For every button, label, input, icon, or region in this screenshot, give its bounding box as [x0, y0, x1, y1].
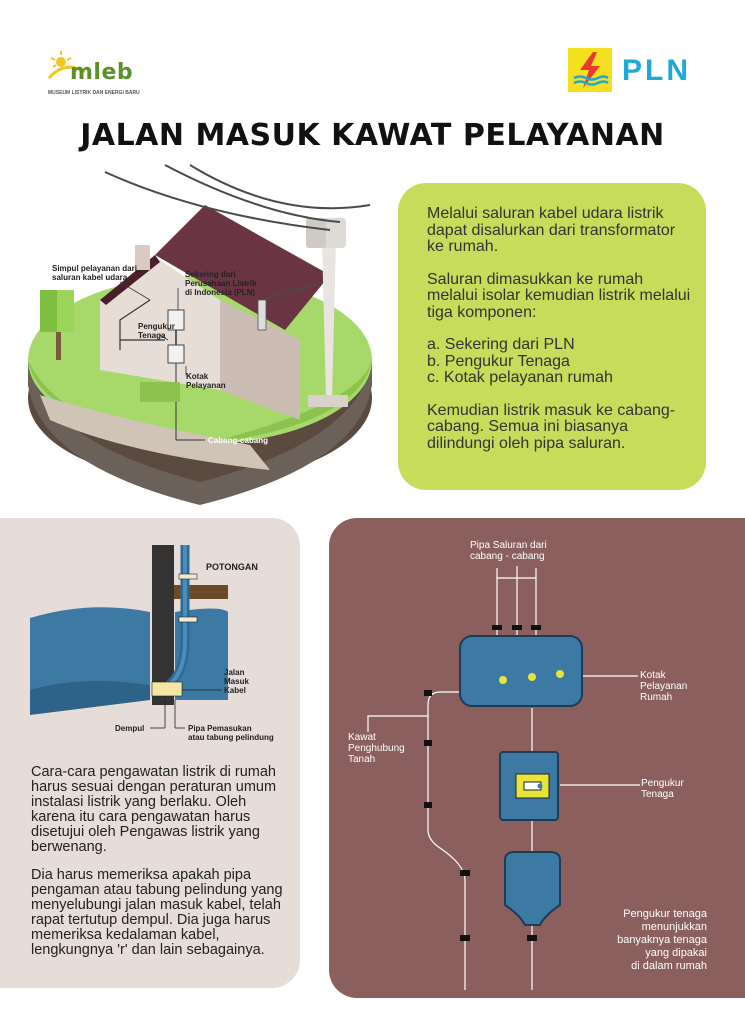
green-info-panel	[398, 183, 706, 490]
list-item: b. Pengukur Tenaga	[427, 352, 570, 370]
pink-paragraph-2: Dia harus memeriksa apakah pipa pengaman…	[31, 867, 283, 958]
lightning-icon	[573, 52, 609, 88]
mleb-subtitle: MUSEUM LISTRIK DAN ENERGI BARU	[48, 90, 140, 96]
sun-icon	[47, 51, 86, 80]
green-paragraph-1: Melalui saluran kabel udara listrik dapa…	[427, 205, 676, 255]
pink-info-panel	[0, 518, 300, 988]
mleb-logo-text: mleb	[70, 60, 134, 85]
label-potongan: POTONGAN	[206, 562, 258, 572]
mleb-logo	[45, 50, 155, 100]
pln-logo-text: PLN	[622, 54, 691, 87]
pln-logo	[568, 48, 612, 92]
green-paragraph-3: Kemudian listrik masuk ke cabang-cabang.…	[427, 401, 676, 452]
pink-paragraph-1: Cara-cara pengawatan listrik di rumah ha…	[31, 764, 277, 855]
page-title: JALAN MASUK KAWAT PELAYANAN	[80, 118, 665, 153]
list-item: a. Sekering dari PLN	[427, 336, 575, 353]
label-cabang: Cabang-cabang	[208, 436, 269, 445]
green-info-text: Melalui saluran kabel udara listrik dapa…	[427, 205, 692, 468]
green-paragraph-2: Saluran dimasukkan ke rumah melalui isol…	[427, 270, 691, 321]
component-list: a. Sekering dari PLN b. Pengukur Tenaga …	[427, 336, 692, 387]
list-item: c. Kotak pelayanan rumah	[427, 369, 613, 386]
label-dempul: Dempul	[115, 724, 145, 733]
